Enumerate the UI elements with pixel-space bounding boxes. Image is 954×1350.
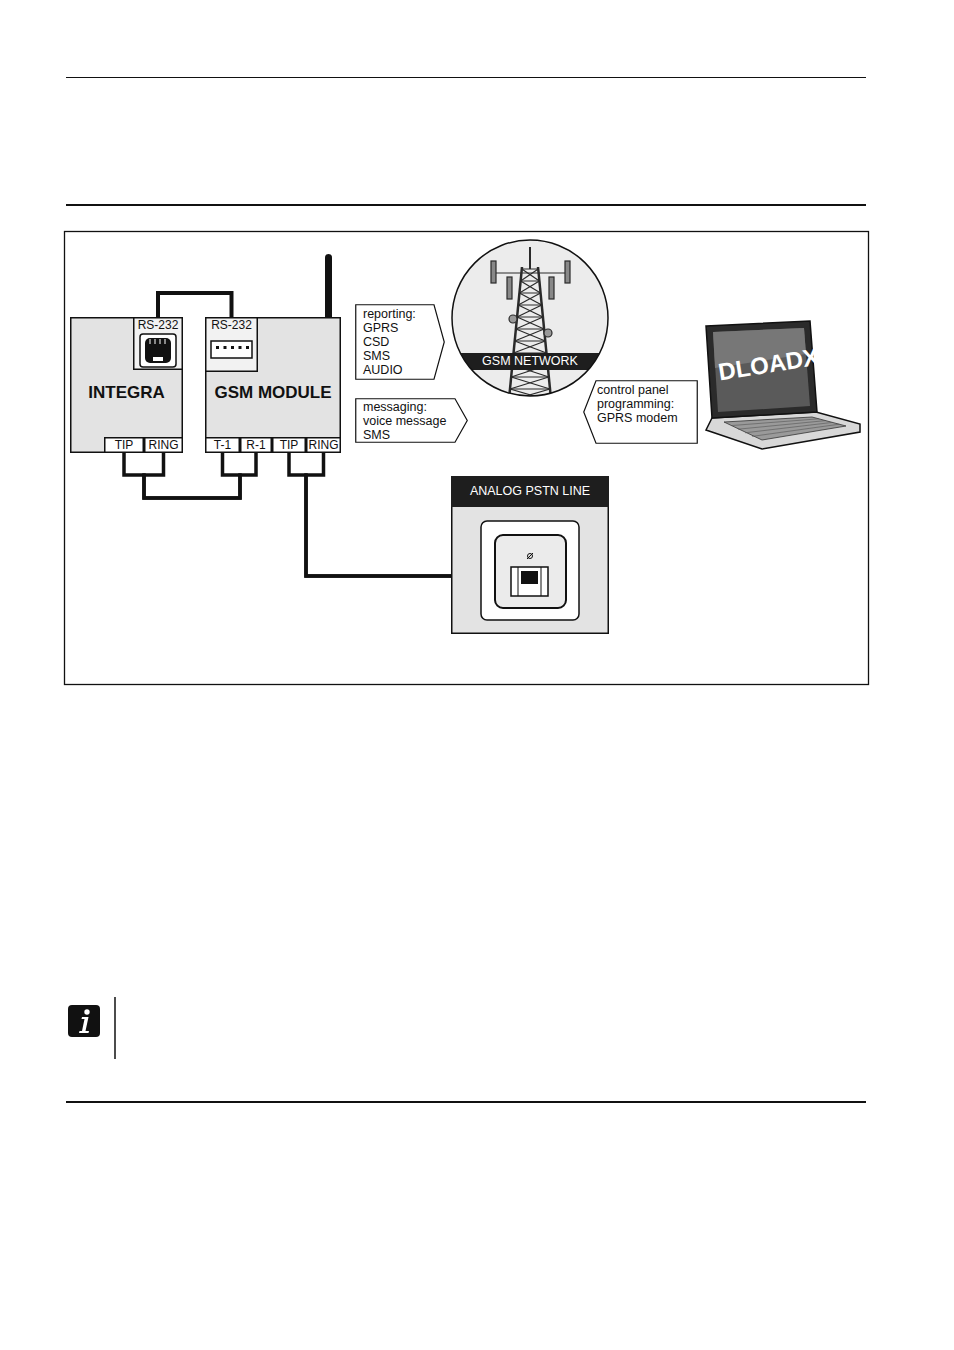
port-box: RS-232 [205, 317, 258, 372]
node-label: ANALOG PSTN LINE [451, 476, 609, 507]
box-outline [105, 438, 144, 453]
terminal-box: TIP [272, 437, 306, 453]
box-outline [206, 318, 341, 453]
node-label: TIP [104, 437, 144, 453]
laptop-computer: DLOADX [700, 320, 862, 450]
node-label: INTEGRA [70, 383, 183, 403]
box-outline [206, 318, 258, 372]
wire [124, 453, 240, 498]
node-label: T-1 [205, 437, 240, 453]
note-bar [114, 997, 116, 1059]
circle-fill [452, 240, 608, 396]
figure-frame [65, 232, 869, 685]
antenna [325, 254, 332, 320]
box-outline [71, 318, 183, 453]
terminal-box: R-1 [240, 437, 272, 453]
laptop-illustration [706, 321, 860, 449]
pin-header-icon [211, 341, 252, 358]
module-box: GSM MODULE RS-232T-1R-1TIPRING [205, 317, 341, 453]
terminal-box: TIP [104, 437, 144, 453]
box-outline [145, 438, 183, 453]
box-outline [241, 438, 272, 453]
node-label: reporting: GPRS CSD SMS AUDIO [363, 307, 435, 377]
node-label: GSM MODULE [205, 383, 341, 403]
rj-jack-icon [140, 334, 176, 367]
node-label: messaging: voice message SMS [363, 400, 451, 442]
box-outline [307, 438, 341, 453]
circle-outline [452, 240, 608, 396]
box-outline [206, 438, 240, 453]
section-rule [66, 1101, 866, 1103]
info-icon [68, 1005, 100, 1037]
node-label: RS-232 [205, 318, 258, 332]
terminal-box: RING [144, 437, 183, 453]
node-label: R-1 [240, 437, 272, 453]
callout-outline [584, 381, 698, 444]
header-rule [66, 77, 866, 78]
wire [158, 293, 232, 317]
wire [289, 453, 451, 576]
callout-outline [356, 305, 445, 380]
callout-arrow: messaging: voice message SMS [355, 398, 468, 443]
wall-socket-illustration [451, 476, 609, 633]
node-label: RS-232 [133, 318, 183, 332]
wire [306, 453, 451, 576]
terminal-box: RING [306, 437, 341, 453]
node-label: GSM NETWORK [451, 353, 609, 370]
callout-arrow: control panel programming: GPRS modem [583, 380, 698, 444]
terminal-box: T-1 [205, 437, 240, 453]
node-label: TIP [272, 437, 306, 453]
network-circle: GSM NETWORK [451, 239, 609, 397]
callout-outline [356, 399, 468, 443]
section-rule [66, 204, 866, 206]
node-label: RING [144, 437, 183, 453]
node-label: control panel programming: GPRS modem [597, 383, 689, 425]
shape-outline [451, 476, 609, 634]
box-outline [273, 438, 306, 453]
phone-line-box: ANALOG PSTN LINE [451, 476, 609, 634]
control-panel-box: INTEGRA RS-232TIPRING [70, 317, 183, 453]
tower-illustration [491, 247, 570, 401]
callout-arrow: reporting: GPRS CSD SMS AUDIO [355, 304, 445, 380]
box-outline [134, 318, 183, 370]
shape-outline [451, 239, 609, 397]
wire [144, 453, 256, 498]
node-label: RING [306, 437, 341, 453]
port-box: RS-232 [133, 317, 183, 370]
